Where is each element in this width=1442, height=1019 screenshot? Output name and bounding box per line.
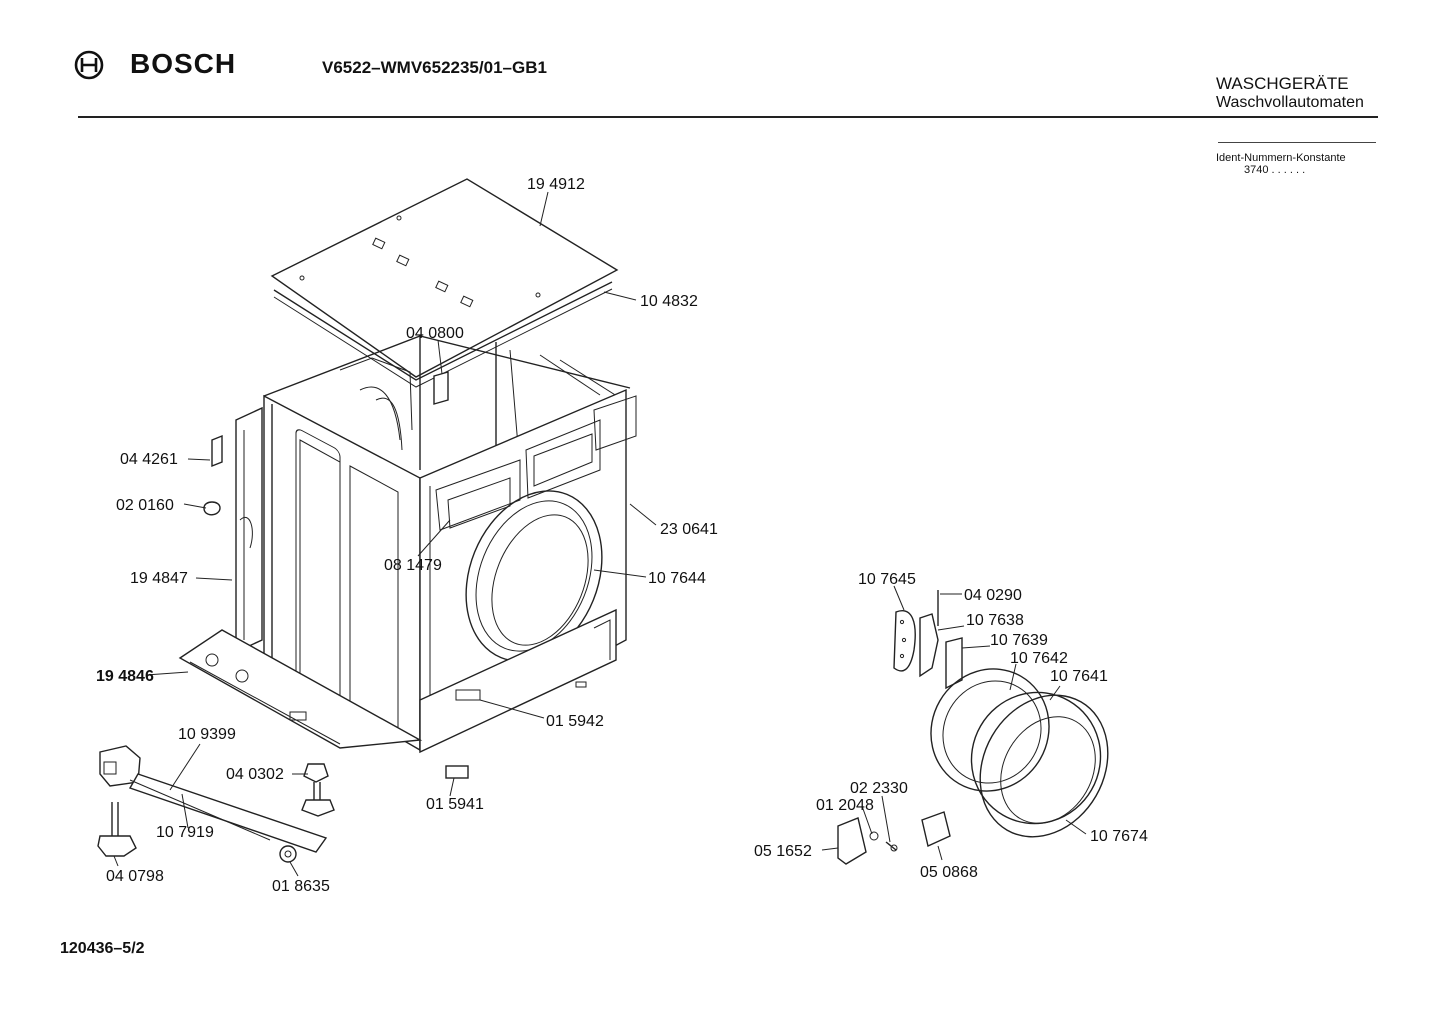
part-label: 04 0798: [106, 868, 164, 885]
part-label: 10 7919: [156, 824, 214, 841]
leader-lines: [113, 191, 1087, 877]
part-label: 01 5941: [426, 796, 484, 813]
part-label: 10 7642: [1010, 650, 1068, 667]
part-label: 19 4847: [130, 570, 188, 587]
part-label: 02 2330: [850, 780, 908, 797]
part-label: 02 0160: [116, 497, 174, 514]
part-label: 10 7645: [858, 571, 916, 588]
part-label: 01 5942: [546, 713, 604, 730]
header-divider: [78, 116, 1378, 118]
part-label: 04 4261: [120, 451, 178, 468]
part-labels: 19 4912 10 4832 04 0800 04 4261 02 0160 …: [96, 176, 1148, 895]
part-label: 23 0641: [660, 521, 718, 538]
door-assembly-drawing: [837, 590, 1109, 865]
part-label: 19 4912: [527, 176, 585, 193]
part-label: 10 7641: [1050, 668, 1108, 685]
part-label: 04 0302: [226, 766, 284, 783]
document-number: 120436–5/2: [60, 940, 145, 957]
part-label: 08 1479: [384, 557, 442, 574]
part-label: 04 0290: [964, 587, 1022, 604]
part-label: 10 4832: [640, 293, 698, 310]
part-label: 04 0800: [406, 325, 464, 342]
bosch-logo-icon: [74, 50, 104, 80]
ident-label: Ident-Nummern-Konstante: [1216, 152, 1346, 164]
part-label: 05 0868: [920, 864, 978, 881]
pump-and-feet-drawing: [97, 745, 335, 863]
part-label: 10 7674: [1090, 828, 1148, 845]
ident-value: 3740 . . . . . .: [1244, 164, 1306, 176]
cabinet-assembly-drawing: [178, 178, 637, 779]
ident-divider: [1218, 142, 1376, 143]
part-label: 10 7638: [966, 612, 1024, 629]
part-label: 01 2048: [816, 797, 874, 814]
part-label: 10 9399: [178, 726, 236, 743]
part-label: 10 7644: [648, 570, 706, 587]
part-label-bold: 19 4846: [96, 668, 154, 685]
part-label: 01 8635: [272, 878, 330, 895]
brand-name: BOSCH: [130, 48, 237, 79]
category-subtitle: Waschvollautomaten: [1216, 94, 1364, 111]
part-label: 05 1652: [754, 843, 812, 860]
model-number: V6522–WMV652235/01–GB1: [322, 58, 547, 77]
category-title: WASCHGERÄTE: [1216, 74, 1349, 93]
part-label: 10 7639: [990, 632, 1048, 649]
